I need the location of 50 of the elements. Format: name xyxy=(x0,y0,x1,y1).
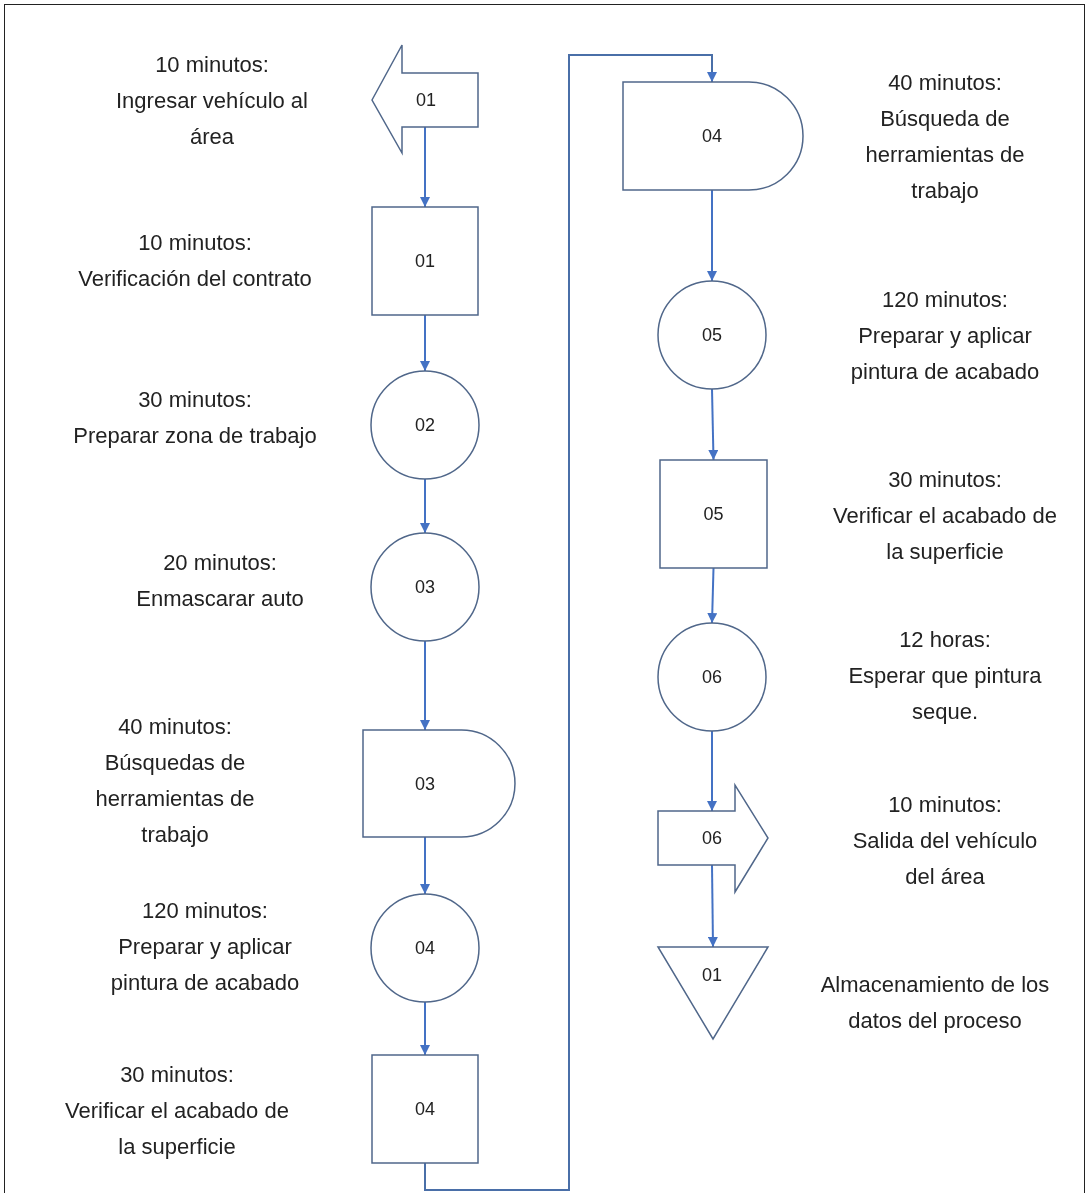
duration-label: 12 horas: xyxy=(898,626,992,654)
step-description: Esperar que pintura seque. xyxy=(847,662,1043,726)
duration-label: 40 minutos: xyxy=(117,713,233,741)
step-number: 01 xyxy=(415,250,435,272)
step-number: 04 xyxy=(415,1098,435,1120)
step-number: 01 xyxy=(416,89,436,111)
step-number: 01 xyxy=(702,964,722,986)
step-description: Almacenamiento de los datos del proceso xyxy=(819,971,1051,1035)
duration-label: 120 minutos: xyxy=(141,897,269,925)
step-number: 03 xyxy=(415,773,435,794)
duration-label: 40 minutos: xyxy=(887,69,1003,97)
duration-label: 10 minutos: xyxy=(137,229,253,257)
flow-arrow xyxy=(708,388,719,461)
step-number: 04 xyxy=(415,937,435,959)
step-description: Verificar el acabado de la superficie xyxy=(832,502,1058,566)
flow-arrow xyxy=(420,1001,430,1056)
flow-arrow xyxy=(707,189,717,282)
flow-arrow xyxy=(420,314,430,372)
flow-arrow xyxy=(420,126,430,208)
duration-label: 10 minutos: xyxy=(154,51,270,79)
step-description: Búsquedas de herramientas de trabajo xyxy=(94,749,256,849)
duration-label: 30 minutos: xyxy=(887,466,1003,494)
step-description: Preparar y aplicar pintura de acabado xyxy=(109,933,301,997)
step-description: Enmascarar auto xyxy=(135,585,305,613)
step-number: 05 xyxy=(703,503,724,525)
step-description: Ingresar vehículo al área xyxy=(115,87,309,151)
step-description: Verificación del contrato xyxy=(77,265,313,293)
step-number: 06 xyxy=(702,827,722,849)
flow-arrow xyxy=(420,640,430,731)
step-description: Salida del vehículo del área xyxy=(851,827,1039,891)
step-number: 04 xyxy=(702,125,722,147)
flow-arrow xyxy=(420,478,430,534)
step-number: 06 xyxy=(702,666,722,688)
flow-arrow xyxy=(707,730,717,812)
step-description: Verificar el acabado de la superficie xyxy=(64,1097,290,1161)
duration-label: 30 minutos: xyxy=(137,386,253,414)
step-number: 02 xyxy=(415,414,435,436)
duration-label: 120 minutos: xyxy=(881,286,1009,314)
flow-arrow xyxy=(707,864,718,948)
step-description: Preparar y aplicar pintura de acabado xyxy=(849,322,1041,386)
flow-arrow xyxy=(420,836,430,895)
duration-label: 20 minutos: xyxy=(162,549,278,577)
step-description: Búsqueda de herramientas de trabajo xyxy=(864,105,1026,205)
step-number: 03 xyxy=(415,576,435,598)
step-description: Preparar zona de trabajo xyxy=(72,422,318,450)
flow-arrow xyxy=(424,54,717,1191)
duration-label: 30 minutos: xyxy=(119,1061,235,1089)
flow-arrow xyxy=(707,567,718,624)
step-number: 05 xyxy=(702,324,722,346)
duration-label: 10 minutos: xyxy=(887,791,1003,819)
